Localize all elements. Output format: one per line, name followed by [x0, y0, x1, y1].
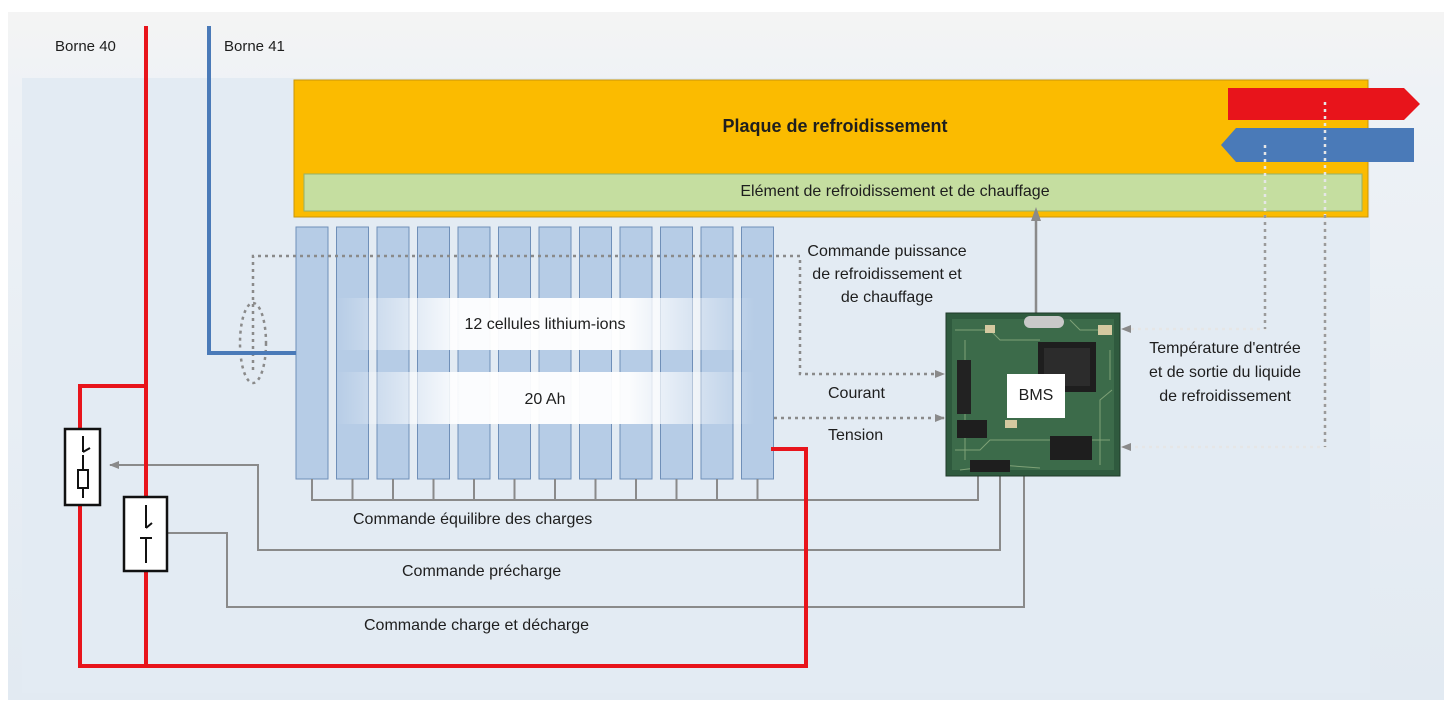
- battery-cell: [741, 226, 774, 480]
- cooling-power-label: Commande puissance de refroidissement et…: [807, 243, 967, 306]
- current-sensor-loop: [238, 301, 268, 385]
- battery-cell: [579, 226, 612, 480]
- battery-cell: [660, 226, 693, 480]
- bms-label-box: [1007, 374, 1065, 418]
- battery-cell: [336, 226, 369, 480]
- cells-label: 12 cellules lithium-ions: [464, 316, 626, 333]
- battery-cell: [700, 226, 734, 480]
- battery-cell: [457, 226, 491, 480]
- balancing-bus: [311, 479, 759, 500]
- balancing-line: [311, 474, 979, 501]
- precharge-switch: [63, 427, 102, 507]
- main-switch: [122, 495, 169, 573]
- battery-cell: [538, 226, 572, 480]
- battery-cell: [619, 226, 653, 480]
- precharge-line: [109, 461, 1001, 551]
- terminal-41-label: Borne 41: [224, 38, 285, 55]
- cell-stack: [295, 226, 774, 480]
- capacity-label: 20 Ah: [524, 391, 566, 408]
- cooling-element-label: Elément de refroidissement et de chauffa…: [740, 183, 1050, 200]
- cooling-element: [303, 173, 1363, 212]
- coolant-temp-label: Température d'entrée et de sortie du liq…: [1148, 340, 1302, 405]
- charge-discharge-label: Commande charge et décharge: [364, 617, 590, 634]
- battery-cell: [498, 226, 531, 480]
- coolant-in-arrow: [1221, 128, 1414, 162]
- battery-cell: [417, 226, 450, 480]
- charge-discharge-line: [154, 474, 1025, 608]
- battery-cell: [295, 226, 329, 480]
- bms-label: BMS: [1018, 387, 1054, 404]
- voltage-label: Tension: [828, 427, 884, 444]
- cooling-plate-label: Plaque de refroidissement: [722, 116, 948, 136]
- precharge-label: Commande précharge: [402, 563, 562, 580]
- current-sense-line: [251, 254, 945, 378]
- balancing-label: Commande équilibre des charges: [353, 511, 593, 528]
- terminal-40-label: Borne 40: [55, 38, 116, 55]
- battery-cell: [376, 226, 410, 480]
- current-label: Courant: [828, 385, 885, 402]
- cells-label-glow: [335, 298, 755, 350]
- capacity-label-glow: [335, 372, 755, 424]
- bms-board: [945, 312, 1121, 477]
